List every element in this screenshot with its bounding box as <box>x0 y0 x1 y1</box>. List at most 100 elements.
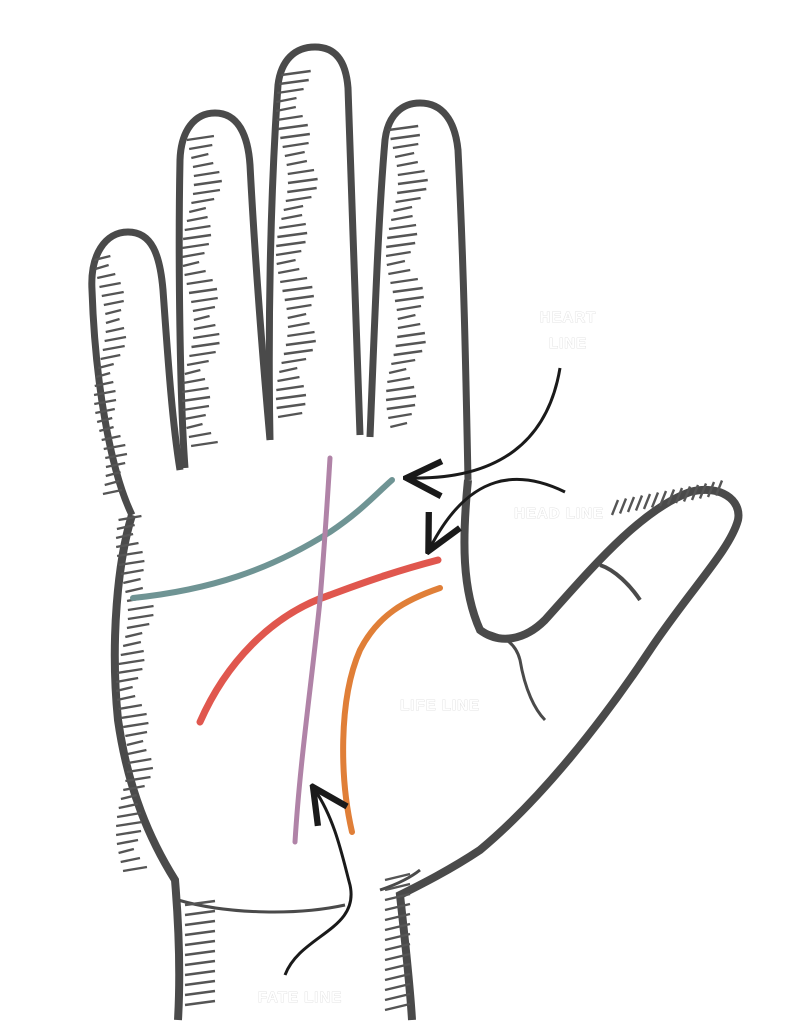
shading-stroke <box>181 251 205 259</box>
shading-stroke <box>384 952 411 962</box>
shading-stroke <box>186 134 215 142</box>
shading-stroke <box>384 1002 411 1012</box>
shading-stroke <box>386 241 416 249</box>
shading-stroke <box>279 222 306 230</box>
shading-stroke <box>192 332 220 340</box>
shading-stroke <box>99 281 121 289</box>
shading-stroke <box>276 402 306 410</box>
shading-stroke <box>283 204 304 212</box>
shading-stroke <box>105 461 126 469</box>
shading-stroke <box>390 277 419 285</box>
shading-stroke <box>396 160 419 168</box>
shading-stroke <box>115 532 134 540</box>
shading-stroke <box>384 902 411 912</box>
heart-line-arrow <box>410 367 562 478</box>
shading-stroke <box>115 820 143 828</box>
shading-stroke <box>189 350 216 358</box>
shading-stroke <box>384 912 411 922</box>
shading-stroke <box>186 359 209 367</box>
shading-stroke <box>93 254 111 262</box>
shading-stroke <box>94 398 117 406</box>
shading-stroke <box>384 972 411 982</box>
shading-stroke <box>184 969 216 977</box>
shading-stroke <box>384 982 411 992</box>
shading-stroke <box>184 368 201 376</box>
shading-stroke <box>122 865 148 873</box>
shading-stroke <box>706 481 716 498</box>
hand-outline <box>88 43 743 1021</box>
shading-stroke <box>397 178 428 186</box>
shading-stroke <box>104 479 120 487</box>
shading-stroke <box>396 304 422 312</box>
shading-stroke <box>393 205 413 213</box>
shading-stroke <box>384 932 411 942</box>
shading-stroke <box>384 942 411 952</box>
shading-stroke <box>278 123 308 131</box>
shading-stroke <box>184 979 216 987</box>
shading-stroke <box>118 703 143 711</box>
shading-stroke <box>103 443 126 451</box>
hand-shading <box>93 69 724 1012</box>
shading-stroke <box>674 487 684 504</box>
shading-stroke <box>275 393 307 401</box>
heart-line <box>130 477 395 601</box>
shading-stroke <box>105 308 122 316</box>
head-line <box>196 556 442 726</box>
shading-stroke <box>188 431 212 439</box>
shading-stroke <box>115 541 139 549</box>
shading-stroke <box>93 389 116 397</box>
shading-stroke <box>285 195 312 203</box>
shading-stroke <box>95 407 116 415</box>
shading-stroke <box>388 223 417 231</box>
shading-stroke <box>181 386 209 394</box>
shading-stroke <box>282 141 309 149</box>
shading-stroke <box>126 766 154 774</box>
shading-stroke <box>184 939 216 947</box>
wrist-crease-right <box>379 868 421 892</box>
shading-stroke <box>122 721 149 729</box>
shading-stroke <box>99 425 114 433</box>
shading-stroke <box>103 299 124 307</box>
shading-stroke <box>277 267 300 275</box>
shading-stroke <box>386 403 416 411</box>
pointer-arrows <box>283 367 566 976</box>
shading-stroke <box>642 493 652 510</box>
shading-stroke <box>105 470 121 478</box>
shading-stroke <box>181 242 210 250</box>
shading-stroke <box>125 775 151 783</box>
shading-stroke <box>127 613 154 621</box>
life-line-label: LIFE LINE <box>400 697 480 714</box>
shading-stroke <box>658 490 668 507</box>
shading-stroke <box>188 287 218 295</box>
shading-stroke <box>287 312 307 320</box>
shading-stroke <box>394 151 415 159</box>
shading-stroke <box>275 96 297 104</box>
shading-stroke <box>666 489 676 505</box>
shading-stroke <box>181 395 211 403</box>
shading-stroke <box>116 667 143 675</box>
shading-stroke <box>191 152 209 160</box>
shading-stroke <box>384 992 411 1002</box>
shading-stroke <box>388 124 419 132</box>
shading-stroke <box>682 486 692 502</box>
shading-stroke <box>650 492 660 508</box>
fate-line-label: FATE LINE <box>258 989 343 1006</box>
shading-stroke <box>396 187 427 195</box>
shading-stroke <box>393 349 423 357</box>
shading-stroke <box>618 498 628 514</box>
shading-stroke <box>397 169 425 177</box>
shading-stroke <box>384 882 411 892</box>
shading-stroke <box>100 353 121 361</box>
shading-stroke <box>186 278 213 286</box>
shading-stroke <box>392 142 419 150</box>
shading-stroke <box>287 330 315 338</box>
heart-line-label-1: HEART <box>540 309 597 326</box>
shading-stroke <box>182 377 206 385</box>
shading-stroke <box>118 559 145 567</box>
shading-stroke <box>105 317 120 325</box>
shading-stroke <box>698 483 708 499</box>
heart-line-label-2: LINE <box>549 335 587 352</box>
shading-stroke <box>186 215 208 223</box>
